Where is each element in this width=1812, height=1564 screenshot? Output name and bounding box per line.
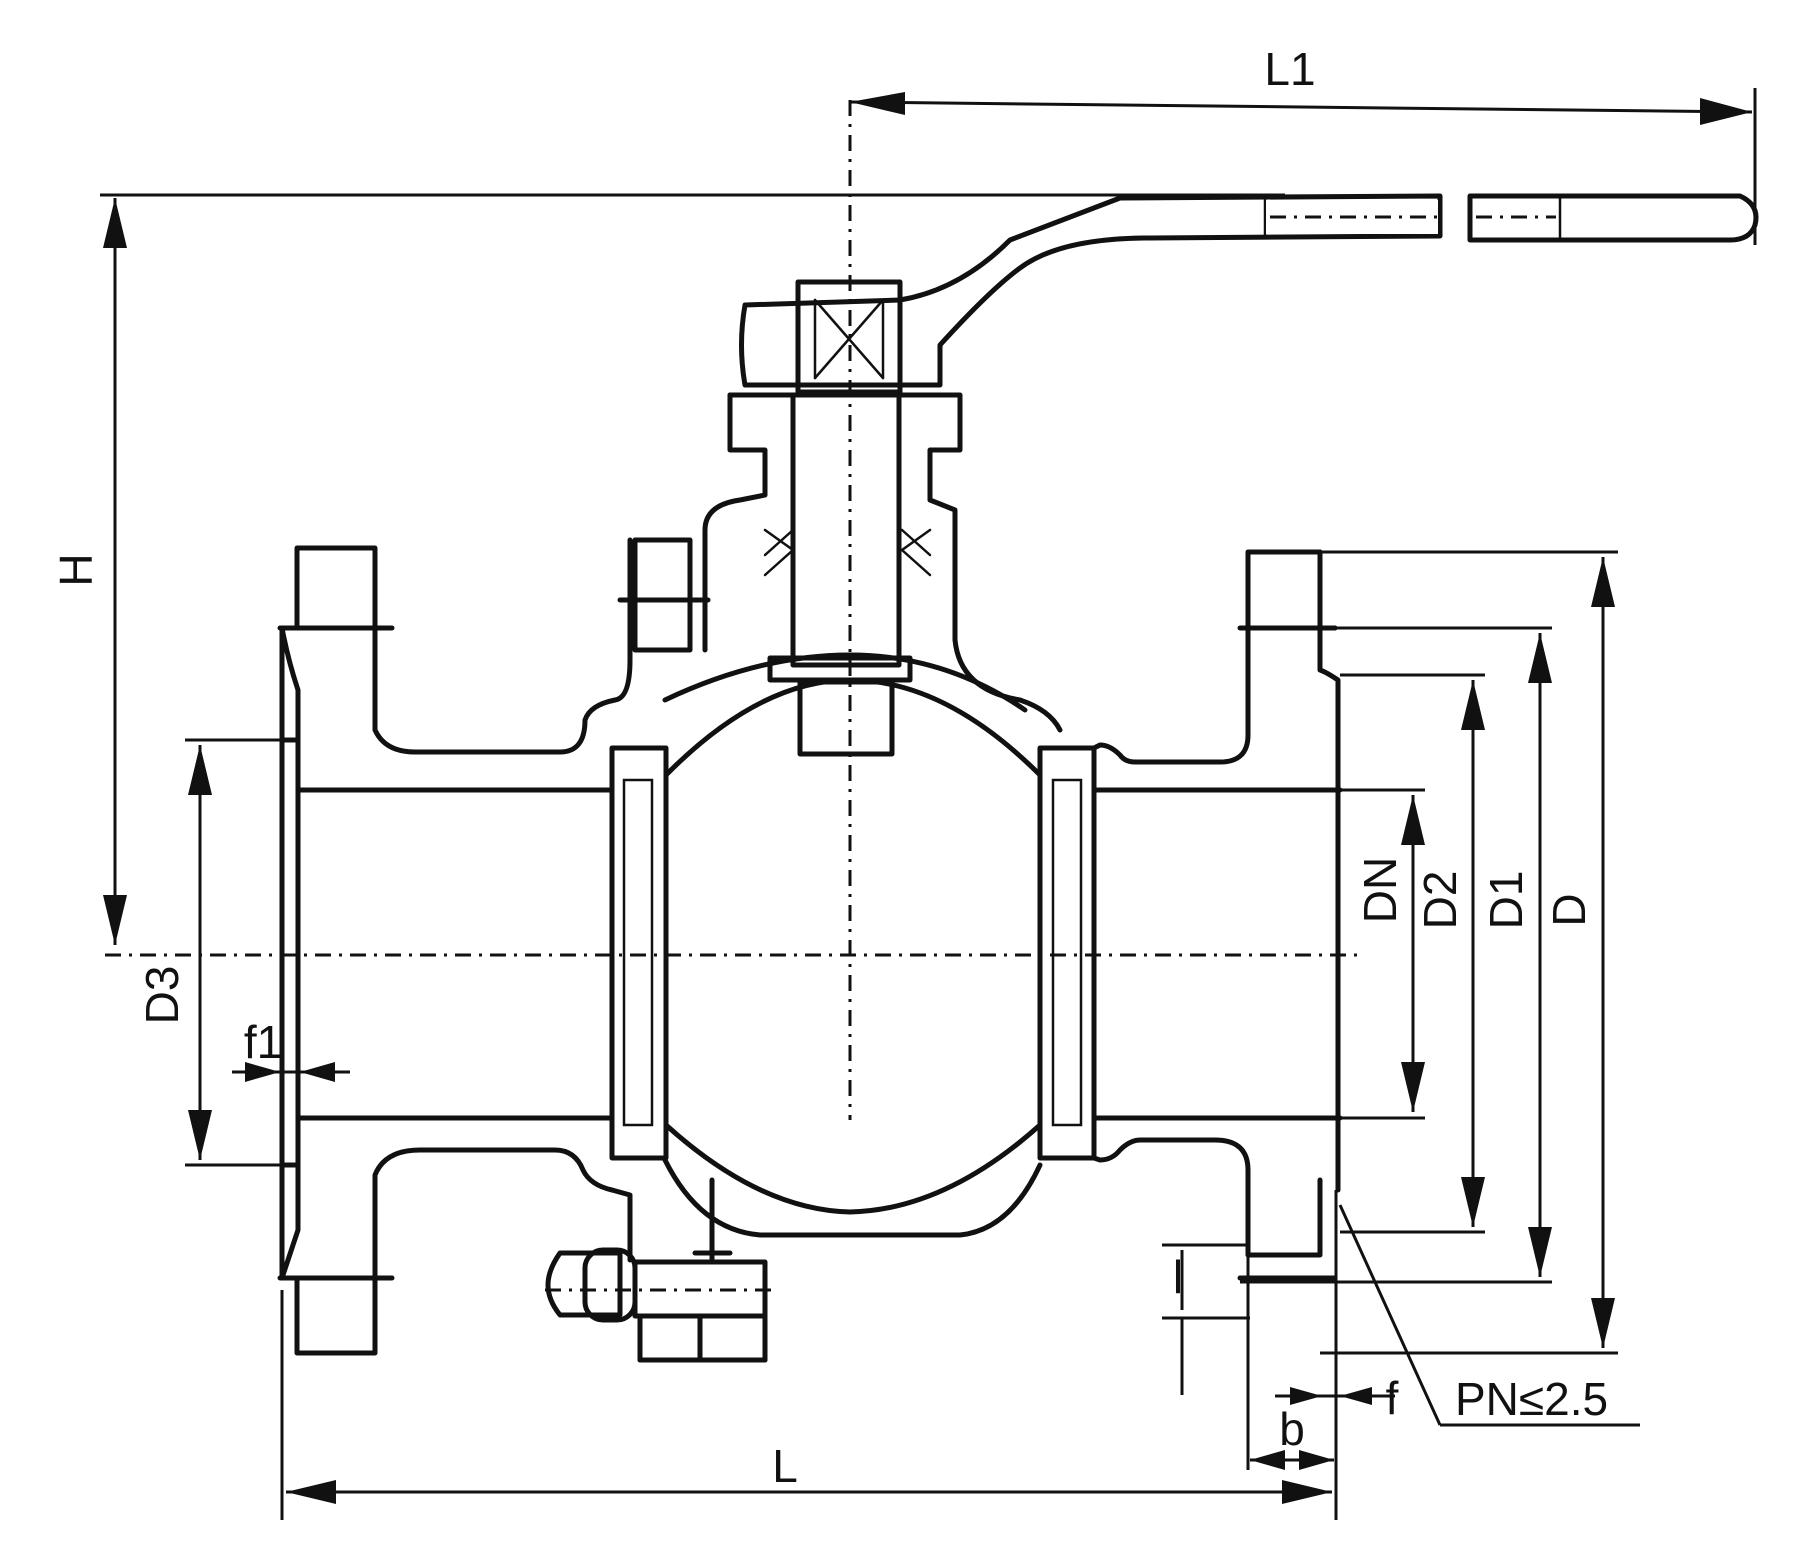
label-b: b xyxy=(1279,1403,1305,1455)
ball xyxy=(662,652,1043,1238)
label-D1: D1 xyxy=(1480,871,1532,930)
label-H: H xyxy=(50,553,102,586)
dim-D3 xyxy=(185,738,282,1167)
dim-DN xyxy=(1340,788,1425,1120)
label-L1: L1 xyxy=(1264,43,1315,95)
dim-L xyxy=(280,1290,1332,1520)
drain-plug xyxy=(545,1177,775,1363)
dim-l-f-b xyxy=(1162,1190,1395,1520)
dim-H xyxy=(100,193,1285,945)
label-f: f xyxy=(1386,1372,1399,1424)
label-l: l xyxy=(1173,1251,1183,1303)
stem-bonnet xyxy=(617,392,1063,757)
lever-handle xyxy=(739,193,1759,395)
label-L: L xyxy=(772,1440,798,1492)
label-D: D xyxy=(1543,893,1595,926)
label-PN: PN≤2.5 xyxy=(1455,1373,1608,1425)
label-DN: DN xyxy=(1354,857,1406,923)
valve-body xyxy=(277,537,1343,1356)
dim-L1 xyxy=(849,88,1757,245)
label-f1: f1 xyxy=(244,1016,282,1068)
label-D2: D2 xyxy=(1414,871,1466,930)
dim-D1 xyxy=(1240,626,1552,1284)
leader-PN xyxy=(1338,1204,1640,1427)
label-D3: D3 xyxy=(136,966,188,1025)
dim-D xyxy=(1320,550,1618,1355)
dim-D2 xyxy=(1340,673,1485,1234)
dim-f1 xyxy=(232,1062,350,1082)
